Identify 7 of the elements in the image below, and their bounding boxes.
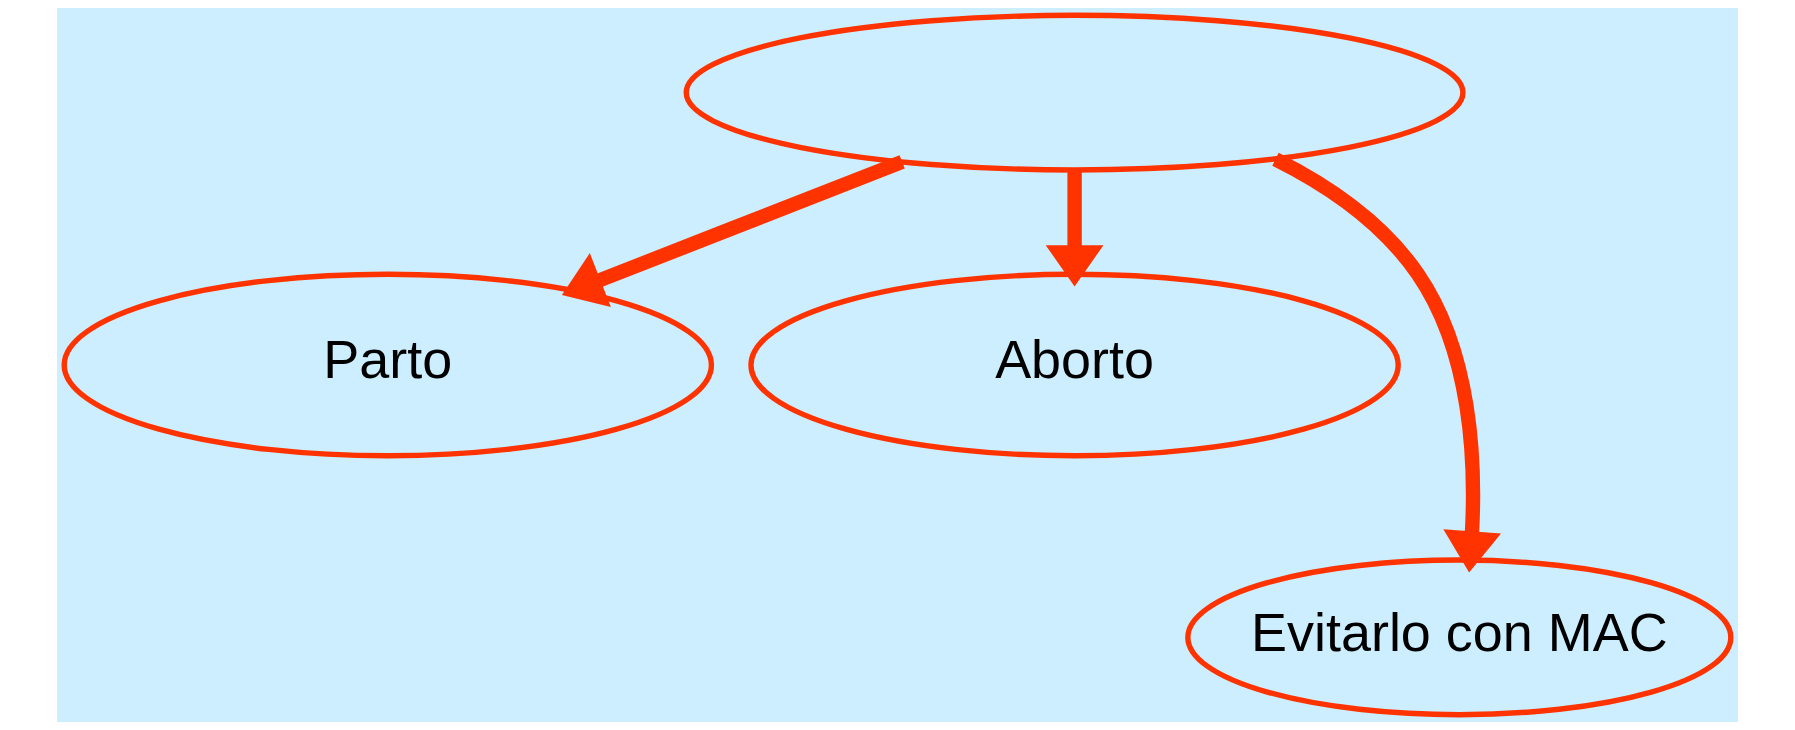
arrow (1045, 170, 1104, 287)
arrow (1272, 152, 1501, 573)
node-ellipse: Evitarlo con MAC (1185, 557, 1734, 718)
node-ellipse (683, 12, 1466, 173)
node-ellipse: Aborto (748, 271, 1401, 459)
arrow (561, 155, 905, 307)
node-ellipse: Parto (61, 271, 715, 459)
